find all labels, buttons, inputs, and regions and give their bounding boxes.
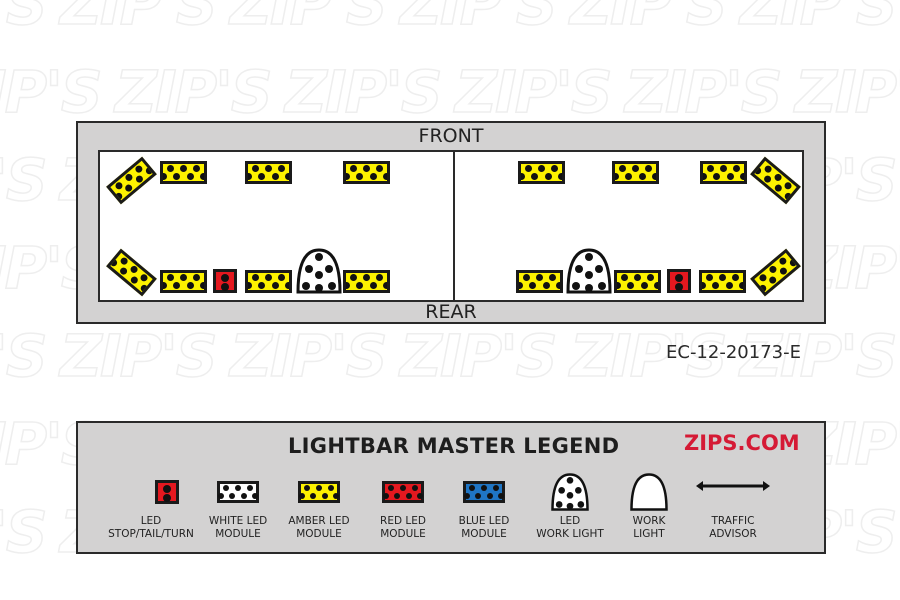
- lightbar-master-legend: LIGHTBAR MASTER LEGEND ZIPS.COM LED STOP…: [76, 421, 826, 554]
- led-stop-tail-turn: [667, 269, 691, 293]
- zips-link[interactable]: ZIPS.COM: [684, 431, 800, 455]
- legend-item-led-work-light: LED WORK LIGHT: [515, 473, 625, 541]
- part-number: EC-12-20173-E: [666, 342, 801, 363]
- work-light-icon: [630, 473, 668, 511]
- legend-item-amber-led: AMBER LED MODULE: [264, 475, 374, 541]
- rear-label: REAR: [425, 301, 477, 323]
- legend-item-work-light: WORK LIGHT: [594, 473, 704, 541]
- amber-led-module-corner: [106, 248, 157, 297]
- led-stop-tail-turn-icon: [155, 480, 179, 504]
- legend-item-white-led: WHITE LED MODULE: [183, 475, 293, 541]
- amber-led-module: [612, 161, 659, 184]
- lightbar-interior: [98, 150, 804, 302]
- amber-led-module-corner: [106, 156, 157, 205]
- led-work-light: [566, 248, 612, 294]
- amber-led-module: [160, 270, 207, 293]
- led-stop-tail-turn: [213, 269, 237, 293]
- amber-led-module: [518, 161, 565, 184]
- blue-led-module-icon: [463, 481, 505, 503]
- amber-led-module: [343, 270, 390, 293]
- amber-led-module: [516, 270, 563, 293]
- amber-led-module: [343, 161, 390, 184]
- traffic-advisor-icon: [696, 481, 770, 491]
- amber-led-module: [614, 270, 661, 293]
- led-work-light: [296, 248, 342, 294]
- amber-led-module: [160, 161, 207, 184]
- legend-item-stop-tail-turn: LED STOP/TAIL/TURN: [96, 475, 206, 541]
- legend-item-red-led: RED LED MODULE: [348, 475, 458, 541]
- red-led-module-icon: [382, 481, 424, 503]
- center-divider: [453, 152, 455, 300]
- legend-item-traffic-advisor: TRAFFIC ADVISOR: [678, 475, 788, 541]
- legend-item-blue-led: BLUE LED MODULE: [429, 475, 539, 541]
- amber-led-module: [245, 161, 292, 184]
- led-work-light-icon: [551, 473, 589, 511]
- amber-led-module: [245, 270, 292, 293]
- amber-led-module: [700, 161, 747, 184]
- legend-title: LIGHTBAR MASTER LEGEND: [288, 434, 620, 458]
- amber-led-module-icon: [298, 481, 340, 503]
- amber-led-module: [699, 270, 746, 293]
- lightbar-diagram: FRONT: [76, 121, 826, 324]
- white-led-module-icon: [217, 481, 259, 503]
- front-label: FRONT: [418, 125, 484, 147]
- amber-led-module-corner: [750, 248, 801, 297]
- amber-led-module-corner: [750, 156, 801, 205]
